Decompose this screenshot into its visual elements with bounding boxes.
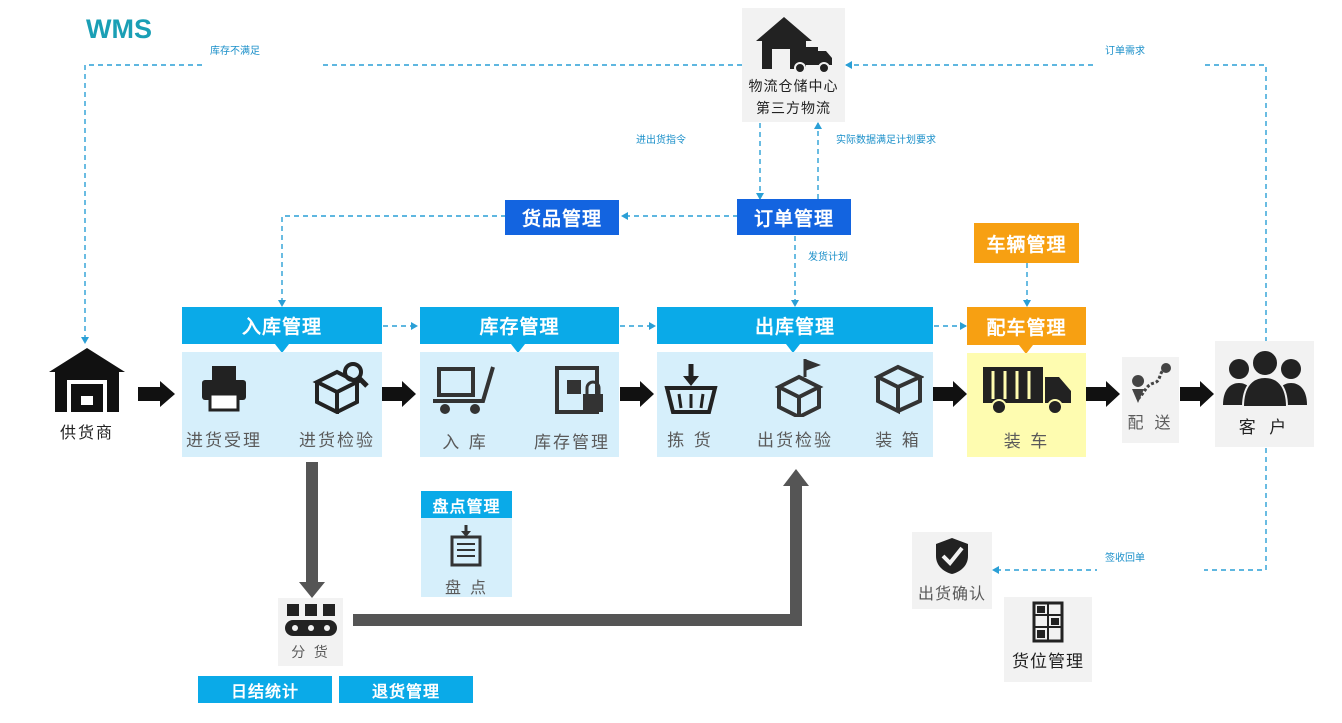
truck-icon bbox=[979, 359, 1075, 419]
confirm-label: 出货确认 bbox=[917, 584, 986, 603]
cart-icon bbox=[430, 360, 502, 418]
warehouse-icon bbox=[45, 345, 129, 415]
note-order-demand: 订单需求 bbox=[1097, 42, 1204, 82]
hub-label-2: 第三方物流 bbox=[756, 101, 831, 117]
ship-confirm-node: 出货确认 bbox=[912, 532, 992, 609]
loading-panel: 装 车 bbox=[967, 353, 1086, 457]
sort-return-head bbox=[783, 469, 809, 486]
goods-management-button[interactable]: 货品管理 bbox=[505, 200, 619, 235]
inventory-management-header[interactable]: 库存管理 bbox=[420, 307, 619, 344]
stocktake-management-header[interactable]: 盘点管理 bbox=[421, 491, 512, 518]
supplier-node: 供货商 bbox=[45, 345, 129, 445]
clipboard-icon bbox=[443, 524, 489, 568]
locked-box-icon bbox=[550, 362, 610, 418]
customer-label: 客 户 bbox=[1238, 418, 1291, 438]
printer-icon bbox=[196, 362, 252, 414]
package-icon bbox=[871, 360, 927, 418]
stock-short-line bbox=[81, 64, 742, 344]
note-actual-data: 实际数据满足计划要求 bbox=[828, 131, 949, 193]
pack-label: 装 箱 bbox=[875, 431, 921, 451]
vehicle-management-button[interactable]: 车辆管理 bbox=[974, 223, 1079, 263]
load-label: 装 车 bbox=[1003, 432, 1050, 452]
order-management-button[interactable]: 订单管理 bbox=[737, 199, 851, 235]
note-sign-receipt: 签收回单 bbox=[1097, 549, 1204, 589]
logistics-hub: 物流仓储中心 第三方物流 bbox=[742, 8, 845, 122]
note-stock-short: 库存不满足 bbox=[202, 42, 323, 82]
ship-check-label: 出货检验 bbox=[757, 431, 833, 451]
goods-to-inbound-line bbox=[278, 215, 506, 307]
customer-node: 客 户 bbox=[1215, 341, 1314, 447]
arrow-deliver-customer bbox=[1180, 381, 1214, 407]
outbound-down-arrow bbox=[786, 344, 800, 353]
arrow-pack-load bbox=[933, 381, 967, 407]
returns-management-button[interactable]: 退货管理 bbox=[339, 676, 473, 703]
shelf-icon bbox=[1004, 597, 1092, 647]
daily-stats-button[interactable]: 日结统计 bbox=[198, 676, 332, 703]
shield-check-icon bbox=[912, 532, 992, 580]
box-flag-icon bbox=[769, 356, 831, 418]
outbound-management-header[interactable]: 出库管理 bbox=[657, 307, 933, 344]
supplier-label: 供货商 bbox=[59, 423, 114, 442]
count-label: 盘 点 bbox=[444, 578, 489, 597]
location-node: 货位管理 bbox=[1004, 597, 1092, 682]
location-label: 货位管理 bbox=[1012, 652, 1084, 672]
outbound-panel: 拣 货 出货检验 装 箱 bbox=[657, 352, 933, 457]
receive-label: 进货受理 bbox=[186, 431, 262, 451]
arrow-stock-pick bbox=[620, 381, 654, 407]
sort-label: 分 货 bbox=[291, 645, 330, 661]
putaway-label: 入 库 bbox=[442, 433, 488, 453]
page-title: WMS bbox=[86, 14, 152, 44]
inbound-down-arrow bbox=[275, 344, 289, 353]
arrow-load-deliver bbox=[1086, 381, 1120, 407]
sort-down-head bbox=[299, 582, 325, 598]
stock-label: 库存管理 bbox=[534, 433, 610, 453]
box-search-icon bbox=[310, 358, 372, 416]
inventory-panel: 入 库 库存管理 bbox=[420, 352, 619, 457]
loading-down-arrow bbox=[1019, 345, 1033, 354]
inbound-management-header[interactable]: 入库管理 bbox=[182, 307, 382, 344]
note-ship-plan: 发货计划 bbox=[800, 248, 900, 288]
arrow-inspect-putaway bbox=[381, 381, 416, 407]
deliver-node: 配 送 bbox=[1122, 357, 1179, 443]
route-pin-icon bbox=[1122, 357, 1179, 409]
order-demand-line bbox=[845, 61, 1267, 342]
sign-receipt-line bbox=[992, 448, 1267, 574]
arrow-supplier-receive bbox=[138, 381, 175, 407]
deliver-label: 配 送 bbox=[1127, 413, 1174, 432]
inspect-label: 进货检验 bbox=[299, 431, 375, 451]
pick-label: 拣 货 bbox=[667, 431, 713, 451]
conveyor-icon bbox=[278, 598, 343, 642]
hub-label-1: 物流仓储中心 bbox=[748, 79, 839, 95]
basket-icon bbox=[661, 360, 721, 418]
stocktake-panel: 盘 点 bbox=[421, 518, 512, 597]
note-in-out-cmd: 进出货指令 bbox=[628, 131, 750, 170]
loading-management-header[interactable]: 配车管理 bbox=[967, 307, 1086, 345]
inbound-panel: 进货受理 进货检验 bbox=[182, 352, 382, 457]
sort-down-shaft bbox=[306, 462, 318, 584]
inventory-down-arrow bbox=[511, 344, 525, 353]
sort-node: 分 货 bbox=[278, 598, 343, 666]
warehouse-truck-icon bbox=[742, 8, 845, 76]
customers-icon bbox=[1215, 341, 1314, 413]
